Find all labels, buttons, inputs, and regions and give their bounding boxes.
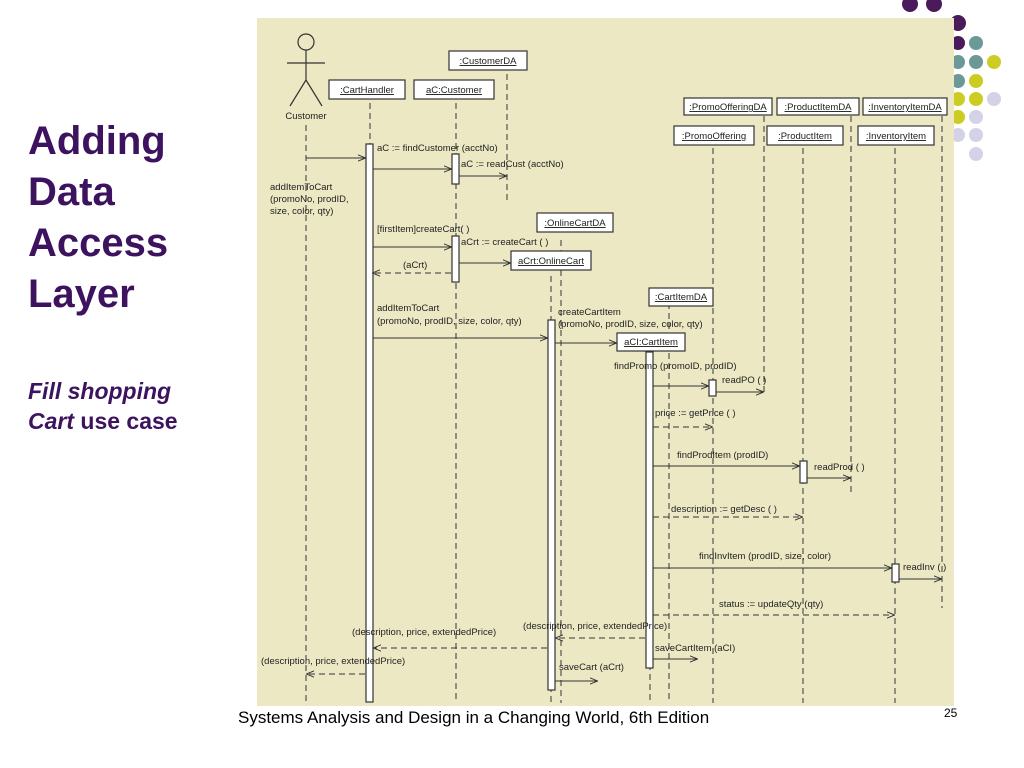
dot: [969, 128, 983, 142]
msg-createCartItem-1: createCartItem: [558, 307, 621, 318]
slide-title: Adding Data Access Layer: [28, 116, 248, 320]
dot: [951, 55, 965, 69]
lifeline-label: :CartHandler: [340, 85, 394, 96]
dot: [987, 55, 1001, 69]
lifeline-label: :CartItemDA: [655, 292, 708, 303]
object-box-customerDA: :CustomerDA: [448, 50, 528, 71]
activation-bars: [365, 143, 900, 703]
msg-saveCart: saveCart (aCrt): [559, 662, 624, 673]
sequence-diagram: Customer :CartHandler aC:Customer :Custo…: [257, 18, 954, 706]
dot: [969, 92, 983, 106]
dot: [951, 128, 965, 142]
msg-addItemToCart-1: addItemToCart: [270, 182, 333, 193]
slide-footer: Systems Analysis and Design in a Changin…: [238, 708, 710, 727]
dot: [969, 147, 983, 161]
slide-title-line-1: Adding: [28, 119, 166, 163]
msg-addItemToCart2-1: addItemToCart: [377, 303, 440, 314]
object-box-inventoryItem: :InventoryItem: [857, 125, 935, 146]
msg-findInvItem: findInvItem (prodID, size, color): [699, 551, 831, 562]
msg-addItemToCart2-2: (promoNo, prodID, size, color, qty): [377, 316, 522, 327]
dot: [951, 110, 965, 124]
object-box-promoOffering: :PromoOffering: [673, 125, 755, 146]
lifeline-label: :PromoOffering: [682, 131, 746, 142]
lifeline-label: :OnlineCartDA: [544, 218, 606, 229]
object-box-inventoryItemDA: :InventoryItemDA: [862, 97, 948, 116]
dot: [969, 36, 983, 50]
dot: [902, 0, 918, 12]
object-box-cartItem: aCI:CartItem: [616, 332, 686, 352]
msg-readPO: readPO ( ): [722, 375, 766, 386]
msg-readInv: readInv ( ): [903, 562, 946, 573]
dot: [951, 74, 965, 88]
msg-return-2: (description, price, extendedPrice): [352, 627, 496, 638]
subtitle-italic-2: Cart: [28, 408, 75, 434]
msg-createCart2: aCrt := createCart ( ): [461, 237, 548, 248]
msg-readCust: aC := readCust (acctNo): [461, 159, 564, 170]
dot: [969, 110, 983, 124]
object-box-cartItemDA: :CartItemDA: [648, 287, 714, 307]
subtitle-italic-1: Fill shopping: [28, 378, 172, 404]
msg-saveCartItem: saveCartItem (aCI): [655, 643, 735, 654]
msg-addItemToCart-2: (promoNo, prodID,: [270, 194, 349, 205]
decorative-dots: [902, 0, 1001, 161]
lifeline-label: :CustomerDA: [459, 56, 517, 67]
object-box-cartHandler: :CartHandler: [328, 79, 406, 100]
lifeline-label: :ProductItemDA: [784, 102, 852, 113]
msg-createCartItem-2: (promoNo, prodID, size, color, qty): [558, 319, 703, 330]
object-box-productItem: :ProductItem: [766, 125, 844, 146]
object-box-productItemDA: :ProductItemDA: [776, 97, 860, 116]
object-box-onlineCart: aCrt:OnlineCart: [510, 250, 592, 271]
dot: [987, 92, 1001, 106]
message-arrows: [306, 158, 941, 681]
lifeline-label: aC:Customer: [426, 85, 482, 96]
dot: [969, 55, 983, 69]
dot: [951, 92, 965, 106]
msg-getDesc: description := getDesc ( ): [671, 504, 777, 515]
msg-findProdItem: findProdItem (prodID): [677, 450, 768, 461]
lifeline-label: :PromoOfferingDA: [689, 102, 767, 113]
lifeline-label: :InventoryItemDA: [868, 102, 942, 113]
msg-findCustomer: aC := findCustomer (acctNo): [377, 143, 498, 154]
dot: [950, 15, 966, 31]
msg-readProd: readProd ( ): [814, 462, 865, 473]
dot: [951, 36, 965, 50]
lifeline-label: :InventoryItem: [866, 131, 926, 142]
msg-createCart: [firstItem]createCart( ): [377, 224, 469, 235]
slide-subtitle: Fill shopping Cart use case: [28, 376, 248, 436]
object-box-onlineCartDA: :OnlineCartDA: [536, 212, 614, 233]
msg-findPromo: findPromo (promoID, prodID): [614, 361, 736, 372]
diagram-background: [257, 18, 954, 706]
lifeline-label: aCrt:OnlineCart: [518, 256, 584, 267]
msg-updateQty: status := updateQty (qty): [719, 599, 823, 610]
actor-customer: [287, 33, 325, 107]
slide-title-line-3: Access: [28, 221, 169, 265]
msg-addItemToCart-3: size, color, qty): [270, 206, 333, 217]
object-box-promoOfferingDA: :PromoOfferingDA: [683, 97, 773, 116]
lifeline-label: aCI:CartItem: [624, 337, 678, 348]
dot: [926, 0, 942, 12]
actor-label: Customer: [285, 111, 326, 122]
subtitle-rest: use case: [74, 408, 178, 434]
message-labels: addItemToCart (promoNo, prodID, size, co…: [261, 143, 946, 673]
slide-title-line-2: Data: [28, 170, 115, 214]
slide-title-line-4: Layer: [28, 272, 135, 316]
msg-aCrt-return: (aCrt): [403, 260, 427, 271]
msg-getPrice: price := getPrice ( ): [655, 408, 736, 419]
page-number: 25: [944, 706, 958, 720]
object-box-customer: aC:Customer: [413, 79, 495, 100]
msg-return-3: (description, price, extendedPrice): [261, 656, 405, 667]
msg-return-1: (description, price, extendedPrice): [523, 621, 667, 632]
dot: [969, 74, 983, 88]
lifeline-label: :ProductItem: [778, 131, 832, 142]
